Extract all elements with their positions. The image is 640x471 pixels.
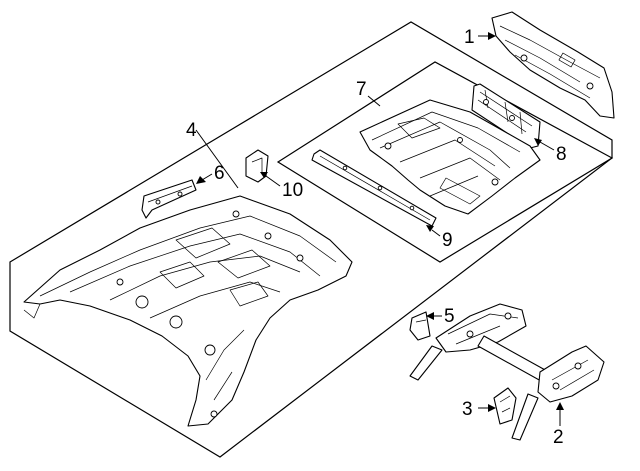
part-10-bracket	[245, 149, 269, 183]
part-4-main-floor	[23, 195, 353, 427]
callout-1: 1	[464, 27, 475, 48]
callout-5: 5	[444, 306, 455, 327]
part-9-rail	[311, 149, 437, 227]
part-8-bracket	[471, 83, 541, 149]
callout-3: 3	[462, 399, 473, 420]
callout-8: 8	[556, 144, 567, 165]
part-7-floor-pan	[359, 99, 541, 215]
callout-4: 4	[186, 120, 197, 141]
callout-7: 7	[356, 79, 367, 100]
part-2-frame	[409, 303, 605, 441]
part-6-reinforcement	[141, 179, 197, 219]
callout-6: 6	[214, 163, 225, 184]
part-3-bracket	[493, 387, 517, 425]
leaders	[195, 32, 564, 426]
callout-9: 9	[442, 230, 453, 251]
part-5-bracket	[409, 311, 431, 341]
part-1-panel	[491, 11, 615, 119]
sub-assembly-boundary	[276, 61, 614, 263]
callout-2: 2	[553, 427, 564, 448]
callout-10: 10	[282, 180, 303, 201]
